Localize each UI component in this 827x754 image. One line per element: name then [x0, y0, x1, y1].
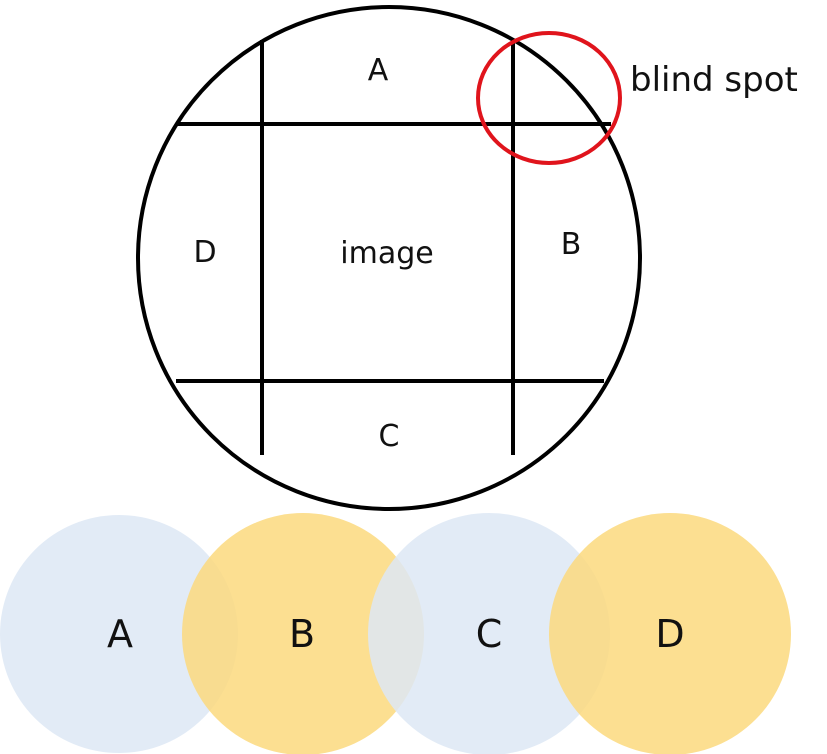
region-label-a: A [368, 53, 389, 88]
region-label-d: D [193, 235, 216, 270]
field-of-view-circle [136, 5, 642, 511]
region-label-b: B [561, 227, 582, 262]
circle-label-c: C [476, 612, 503, 656]
blind-spot-label: blind spot [630, 60, 798, 100]
circle-label-a: A [107, 612, 133, 656]
circle-b [182, 513, 424, 754]
region-label-center: image [340, 236, 433, 271]
circle-c [368, 513, 610, 754]
blind-spot-marker [476, 31, 622, 165]
circle-d [549, 513, 791, 754]
region-label-c: C [379, 419, 400, 454]
circle-label-b: B [289, 612, 315, 656]
circle-label-d: D [655, 612, 684, 656]
field-of-view-diagram: A B C D image blind spot [136, 5, 798, 511]
circle-a [0, 515, 238, 753]
overlapping-circles-diagram: A B C D [0, 513, 791, 754]
